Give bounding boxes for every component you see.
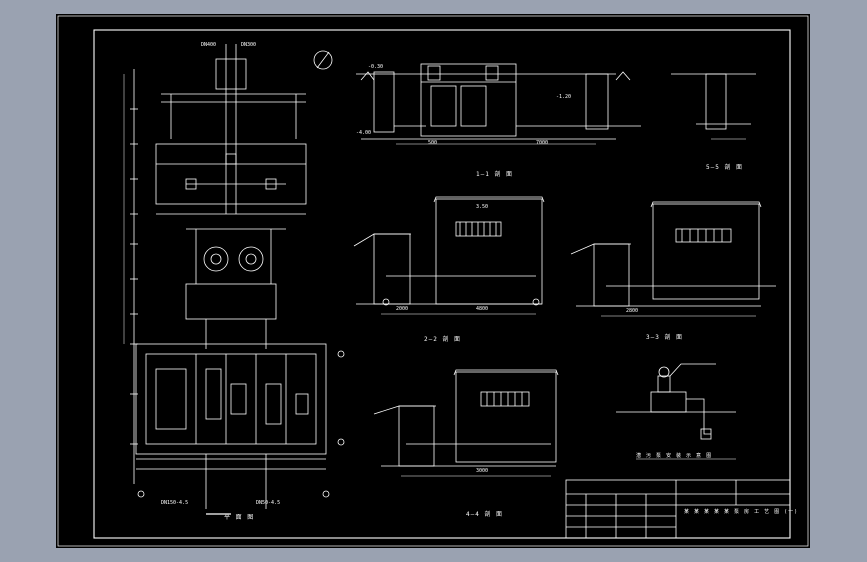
dim-label: 3000 bbox=[476, 468, 489, 474]
section-4-4 bbox=[373, 369, 559, 477]
plan-title: 平 面 图 bbox=[224, 514, 255, 521]
section-4-title: 4—4 剖 面 bbox=[466, 511, 504, 518]
pump-install-detail bbox=[616, 363, 736, 460]
north-arrow bbox=[313, 50, 333, 70]
section-1-title: 1—1 剖 面 bbox=[476, 171, 514, 178]
pump-detail-title: 潜 污 泵 安 装 示 意 图 bbox=[636, 453, 713, 459]
elevation-label: -0.30 bbox=[368, 64, 384, 70]
section-2-2 bbox=[353, 196, 545, 315]
dim-label: 7000 bbox=[536, 140, 549, 146]
dim-label: DN300 bbox=[241, 42, 257, 48]
inner-frame bbox=[93, 29, 791, 539]
dim-label: DN50-4.5 bbox=[256, 500, 281, 506]
dim-label: 2800 bbox=[626, 308, 639, 314]
section-5-5 bbox=[671, 73, 756, 140]
dim-label: 500 bbox=[428, 140, 438, 146]
cad-drawing-canvas[interactable] bbox=[56, 14, 810, 548]
title-block bbox=[565, 479, 791, 539]
dim-label: 2000 bbox=[396, 306, 409, 312]
drawing-sheet: 平 面 图 1—1 剖 面 5—5 剖 面 2—2 剖 面 3—3 剖 面 4—… bbox=[56, 14, 810, 548]
section-3-3 bbox=[570, 201, 776, 317]
title-block-text: 某 某 某 某 某 泵 房 工 艺 图 (一) bbox=[684, 509, 799, 515]
elevation-label: -4.00 bbox=[356, 130, 372, 136]
outer-frame bbox=[57, 15, 809, 547]
dim-label: DN150-4.5 bbox=[161, 500, 189, 506]
plan-view bbox=[123, 44, 345, 515]
section-1-1 bbox=[356, 63, 641, 145]
section-2-title: 2—2 剖 面 bbox=[424, 336, 462, 343]
section-3-title: 3—3 剖 面 bbox=[646, 334, 684, 341]
elevation-label: 3.50 bbox=[476, 204, 489, 210]
elevation-label: -1.20 bbox=[556, 94, 572, 100]
dim-label: DN400 bbox=[201, 42, 217, 48]
dim-label: 4800 bbox=[476, 306, 489, 312]
section-5-title: 5—5 剖 面 bbox=[706, 164, 744, 171]
